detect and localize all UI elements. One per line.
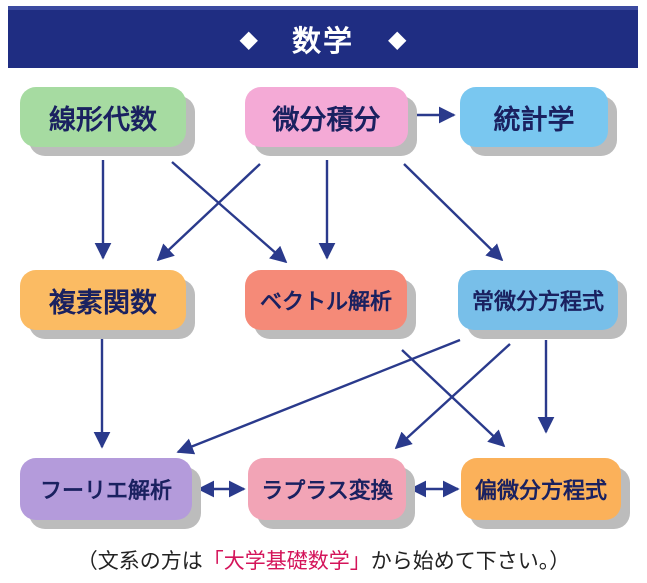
header-banner: ◆ 数学 ◆: [8, 6, 638, 68]
footnote-highlight: 「大学基礎数学」: [202, 549, 371, 573]
diamond-left-icon: ◆: [239, 25, 258, 53]
node-complex-functions: 複素関数: [20, 270, 186, 330]
node-vector-analysis: ベクトル解析: [245, 270, 407, 330]
node-calculus: 微分積分: [245, 87, 408, 147]
node-pde: 偏微分方程式: [461, 458, 621, 520]
arrow-calculus-to-complex: [156, 163, 261, 262]
diamond-right-icon: ◆: [388, 25, 407, 53]
footnote-open: （文系の方は: [76, 549, 203, 573]
footnote-close: から始めて下さい。）: [370, 549, 571, 573]
arrow-ode-to-laplace: [394, 343, 511, 450]
footnote: （文系の方は「大学基礎数学」から始めて下さい。）: [0, 540, 647, 580]
node-linear-algebra: 線形代数: [20, 87, 186, 147]
node-fourier: フーリエ解析: [20, 458, 192, 520]
arrow-calculus-to-ode: [403, 163, 504, 262]
arrow-ode-to-fourier: [176, 338, 461, 455]
node-laplace: ラプラス変換: [248, 458, 406, 520]
node-ode: 常微分方程式: [458, 270, 618, 330]
page-title: 数学: [291, 24, 354, 58]
node-statistics: 統計学: [460, 87, 608, 147]
arrow-linear-to-vector: [171, 161, 288, 264]
arrow-vector-to-pde: [401, 349, 506, 448]
